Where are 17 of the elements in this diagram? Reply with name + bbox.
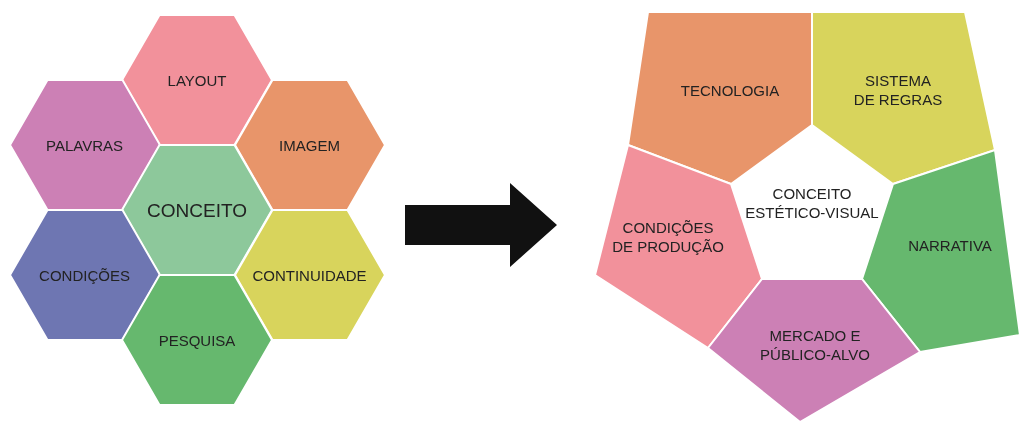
pentagon-segment <box>628 12 812 184</box>
segment-label: IMAGEM <box>279 135 340 155</box>
segment-label: PALAVRAS <box>46 135 123 155</box>
pentagon-segment <box>812 12 995 184</box>
segment-label: CONTINUIDADE <box>252 265 367 285</box>
segment-label: LAYOUT <box>167 70 227 90</box>
segment-label: MERCADO E PÚBLICO-ALVO <box>759 326 871 364</box>
segment-label: NARRATIVA <box>907 235 993 255</box>
segment-label: PESQUISA <box>158 330 236 350</box>
segment-label: SISTEMA DE REGRAS <box>853 71 943 109</box>
segment-label: TECNOLOGIA <box>679 80 781 100</box>
concept-label: CONCEITO ESTÉTICO-VISUAL <box>742 184 882 222</box>
pentagon-segment <box>708 279 920 422</box>
segment-label: CONDIÇÕES <box>39 265 130 285</box>
hexagon <box>122 15 272 145</box>
segment-label: CONCEITO <box>147 200 247 220</box>
segment-label: CONDIÇÕES DE PRODUÇÃO <box>612 218 724 256</box>
